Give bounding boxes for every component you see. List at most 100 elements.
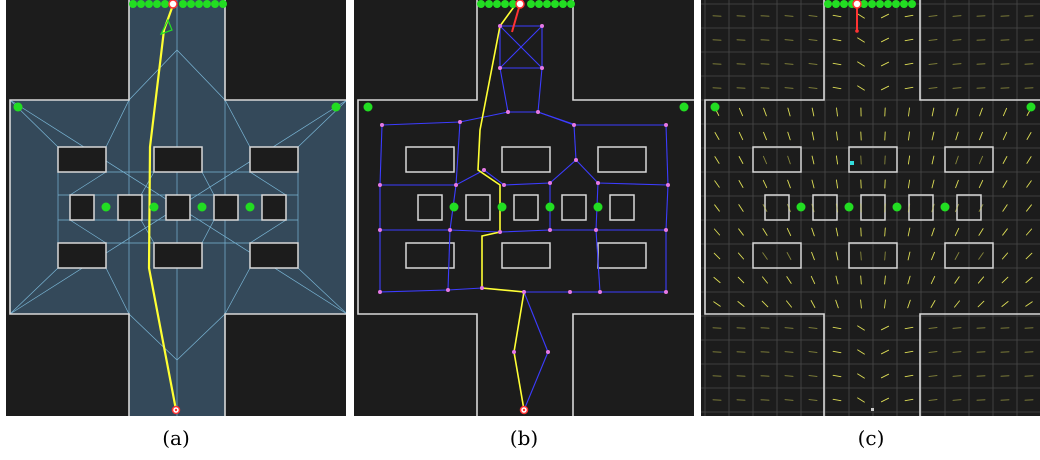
obstacle [752, 146, 802, 173]
agent-dot-icon [535, 0, 543, 8]
exit-marker [871, 408, 874, 411]
roadmap-node [572, 123, 576, 127]
flow-vector [857, 325, 865, 331]
roadmap-node [502, 183, 506, 187]
flow-vector [737, 301, 745, 307]
flow-vector [1002, 180, 1008, 188]
environment-walls [9, 0, 346, 416]
flow-vector [955, 155, 959, 165]
agent-dot-icon [331, 102, 341, 112]
flow-vector [880, 61, 890, 67]
flow-vector [1026, 132, 1032, 140]
roadmap-node [380, 123, 384, 127]
roadmap-node [378, 183, 382, 187]
flow-vector [832, 38, 842, 42]
flow-vector [880, 85, 890, 91]
flow-vector [713, 228, 721, 236]
flow-vector [835, 251, 839, 261]
roadmap-node [448, 228, 452, 232]
flow-vector [762, 252, 768, 260]
agent-dot-icon [497, 202, 507, 212]
flow-vector [784, 375, 794, 377]
obstacle [848, 242, 898, 269]
flow-vector [928, 351, 938, 353]
flow-vector [931, 155, 935, 165]
flow-vector [811, 251, 815, 261]
agent-dot-icon [844, 202, 854, 212]
flow-vector [907, 299, 911, 309]
flow-vector [880, 397, 890, 403]
agent-dot-icon [187, 0, 195, 8]
roadmap-canvas [354, 0, 694, 416]
obstacle [57, 242, 107, 269]
obstacle [57, 146, 107, 173]
flow-vector [832, 326, 842, 330]
roadmap-node [664, 290, 668, 294]
panel-navmesh [6, 0, 346, 416]
agent-dot-icon [219, 0, 227, 8]
roadmap-node [574, 158, 578, 162]
agent-dot-icon [149, 202, 159, 212]
roadmap-node [480, 286, 484, 290]
roadmap-node [540, 66, 544, 70]
agent-dot-icon [892, 0, 900, 8]
roadmap-node [378, 290, 382, 294]
flow-vector [784, 63, 794, 65]
flow-vector [978, 155, 984, 165]
flow-vector [954, 227, 960, 237]
flow-vector [1025, 228, 1033, 236]
agent-dot-icon [840, 0, 848, 8]
roadmap-node [498, 24, 502, 28]
flow-vector [714, 204, 720, 212]
flow-vector [811, 179, 815, 189]
flow-vector [954, 252, 960, 260]
flow-vector [857, 13, 865, 19]
roadmap-node [594, 228, 598, 232]
agent-dot-icon [860, 0, 868, 8]
flow-vector [808, 39, 818, 41]
flow-vector [930, 300, 936, 308]
flow-vector [808, 375, 818, 377]
flow-vector [832, 14, 842, 18]
obstacle [609, 194, 635, 221]
flow-vector [954, 276, 960, 284]
roadmap-node [666, 183, 670, 187]
goal-marker-icon [850, 161, 854, 165]
flow-vector [1001, 252, 1009, 260]
obstacle [597, 146, 647, 173]
agent-dot-icon [145, 0, 153, 8]
flow-vector [880, 373, 890, 379]
flow-field-canvas [701, 0, 1040, 416]
agent-dot-icon [449, 202, 459, 212]
flow-vector [761, 300, 769, 308]
flow-vector [952, 15, 962, 17]
flow-vector [931, 227, 935, 237]
obstacle [848, 146, 898, 173]
agent-dot-icon [884, 0, 892, 8]
obstacle [501, 146, 551, 173]
flow-vector [928, 327, 938, 329]
flow-vector [714, 132, 720, 140]
flow-vector [1025, 252, 1033, 260]
flow-vector [931, 107, 935, 117]
direction-arrow-icon [159, 18, 173, 36]
flow-vector [857, 397, 865, 403]
agent-dot-icon [868, 0, 876, 8]
flow-vector [714, 180, 720, 188]
flow-vector [737, 276, 745, 284]
agents [363, 0, 689, 212]
flow-vector [811, 203, 815, 213]
flow-vector [808, 351, 818, 353]
flow-vector [884, 227, 886, 237]
obstacle [153, 146, 203, 173]
flow-vector [954, 300, 960, 308]
agent-dot-icon [197, 202, 207, 212]
flow-vector [904, 350, 914, 354]
caption-b: (b) [509, 426, 539, 450]
roadmap-node [540, 24, 544, 28]
flow-vector [978, 204, 984, 212]
flow-vector [907, 155, 911, 165]
agent-dot-icon [485, 0, 493, 8]
flow-vector [955, 107, 959, 117]
flow-vector [784, 351, 794, 353]
